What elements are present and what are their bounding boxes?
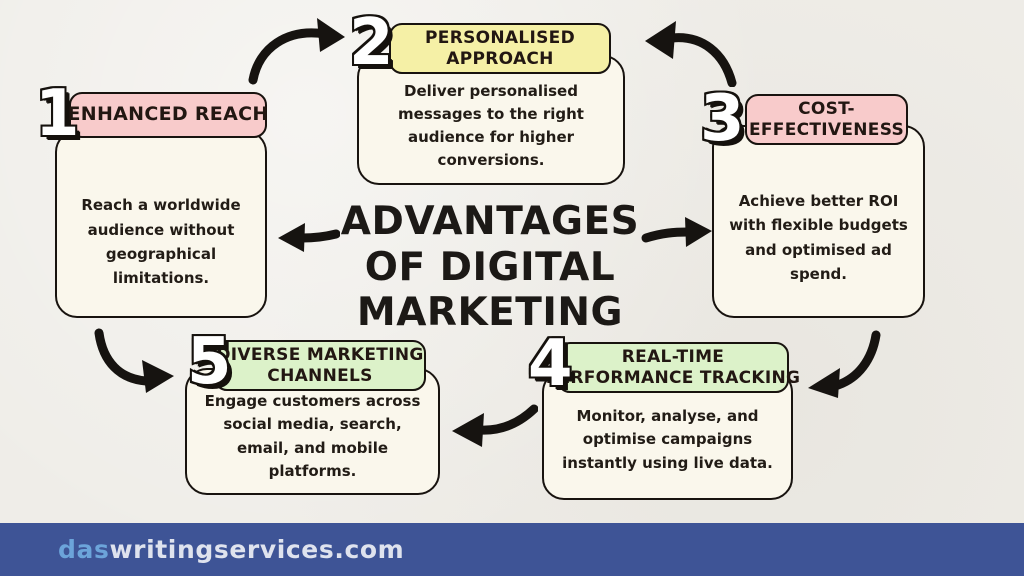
- arrow-center-to-box1-icon: [278, 223, 340, 252]
- card-header-diverse-channels: DIVERSE MARKETING CHANNELS: [214, 340, 426, 392]
- card-body-diverse-channels: Engage customers across social media, se…: [204, 392, 421, 480]
- step-number-1: 1: [33, 77, 81, 151]
- card-body-cost-effectiveness: Achieve better ROI with flexible budgets…: [729, 191, 908, 283]
- step-number-4: 4: [526, 327, 574, 401]
- card-body-personalised-approach: Deliver personalised messages to the rig…: [398, 81, 584, 170]
- card-header-realtime-tracking: REAL-TIME PERFORMANCE TRACKING: [546, 342, 800, 394]
- header-text: PERSONALISED: [425, 28, 575, 48]
- card-header-personalised-approach: PERSONALISED APPROACH: [389, 23, 611, 75]
- card-personalised-approach: 2 PERSONALISED APPROACH Deliver personal…: [347, 9, 625, 185]
- step-number-3: 3: [698, 82, 746, 156]
- header-text: COST-: [798, 99, 855, 119]
- card-header-enhanced-reach: ENHANCED REACH: [67, 92, 269, 138]
- curved-arrow-1-to-2-icon: [248, 18, 345, 85]
- card-diverse-channels: 5 DIVERSE MARKETING CHANNELS Engage cust…: [185, 328, 440, 495]
- main-title-line: OF DIGITAL: [364, 244, 616, 290]
- card-cost-effectiveness: 3 COST- EFFECTIVENESS Achieve better ROI…: [698, 85, 925, 318]
- footer-url: daswritingservices.com: [58, 535, 404, 564]
- curved-arrow-3-to-4-icon: [808, 330, 881, 398]
- footer-url-rest: writingservices.com: [109, 535, 405, 564]
- card-enhanced-reach: 1 ENHANCED REACH Reach a worldwide audie…: [33, 80, 268, 318]
- main-title-line: MARKETING: [356, 290, 624, 336]
- header-text: ENHANCED REACH: [67, 103, 269, 126]
- header-text: REAL-TIME: [621, 347, 725, 367]
- header-text: APPROACH: [446, 48, 554, 69]
- card-body-enhanced-reach: Reach a worldwide audience without geogr…: [81, 196, 241, 288]
- arrow-center-to-box3-icon: [641, 217, 712, 247]
- main-title-line: ADVANTAGES: [340, 199, 640, 244]
- step-number-2: 2: [347, 6, 395, 80]
- header-text: CHANNELS: [267, 365, 373, 386]
- card-body-realtime-tracking: Monitor, analyse, and optimise campaigns…: [562, 407, 773, 472]
- header-text: PERFORMANCE TRACKING: [545, 367, 801, 388]
- step-number-5: 5: [185, 325, 233, 399]
- footer-bar: daswritingservices.com DAS: [0, 523, 1024, 576]
- curved-arrow-4-to-5-icon: [452, 404, 538, 447]
- footer-url-prefix: das: [58, 535, 110, 564]
- header-text: EFFECTIVENESS: [748, 119, 905, 140]
- curved-arrow-1-to-5-icon: [94, 328, 174, 393]
- main-title: ADVANTAGES OF DIGITAL MARKETING: [330, 199, 650, 336]
- card-header-cost-effectiveness: COST- EFFECTIVENESS: [745, 94, 908, 146]
- card-realtime-tracking: 4 REAL-TIME PERFORMANCE TRACKING Monitor…: [526, 330, 800, 500]
- header-text: DIVERSE MARKETING: [216, 345, 424, 365]
- curved-arrow-3-to-2-icon: [645, 21, 737, 87]
